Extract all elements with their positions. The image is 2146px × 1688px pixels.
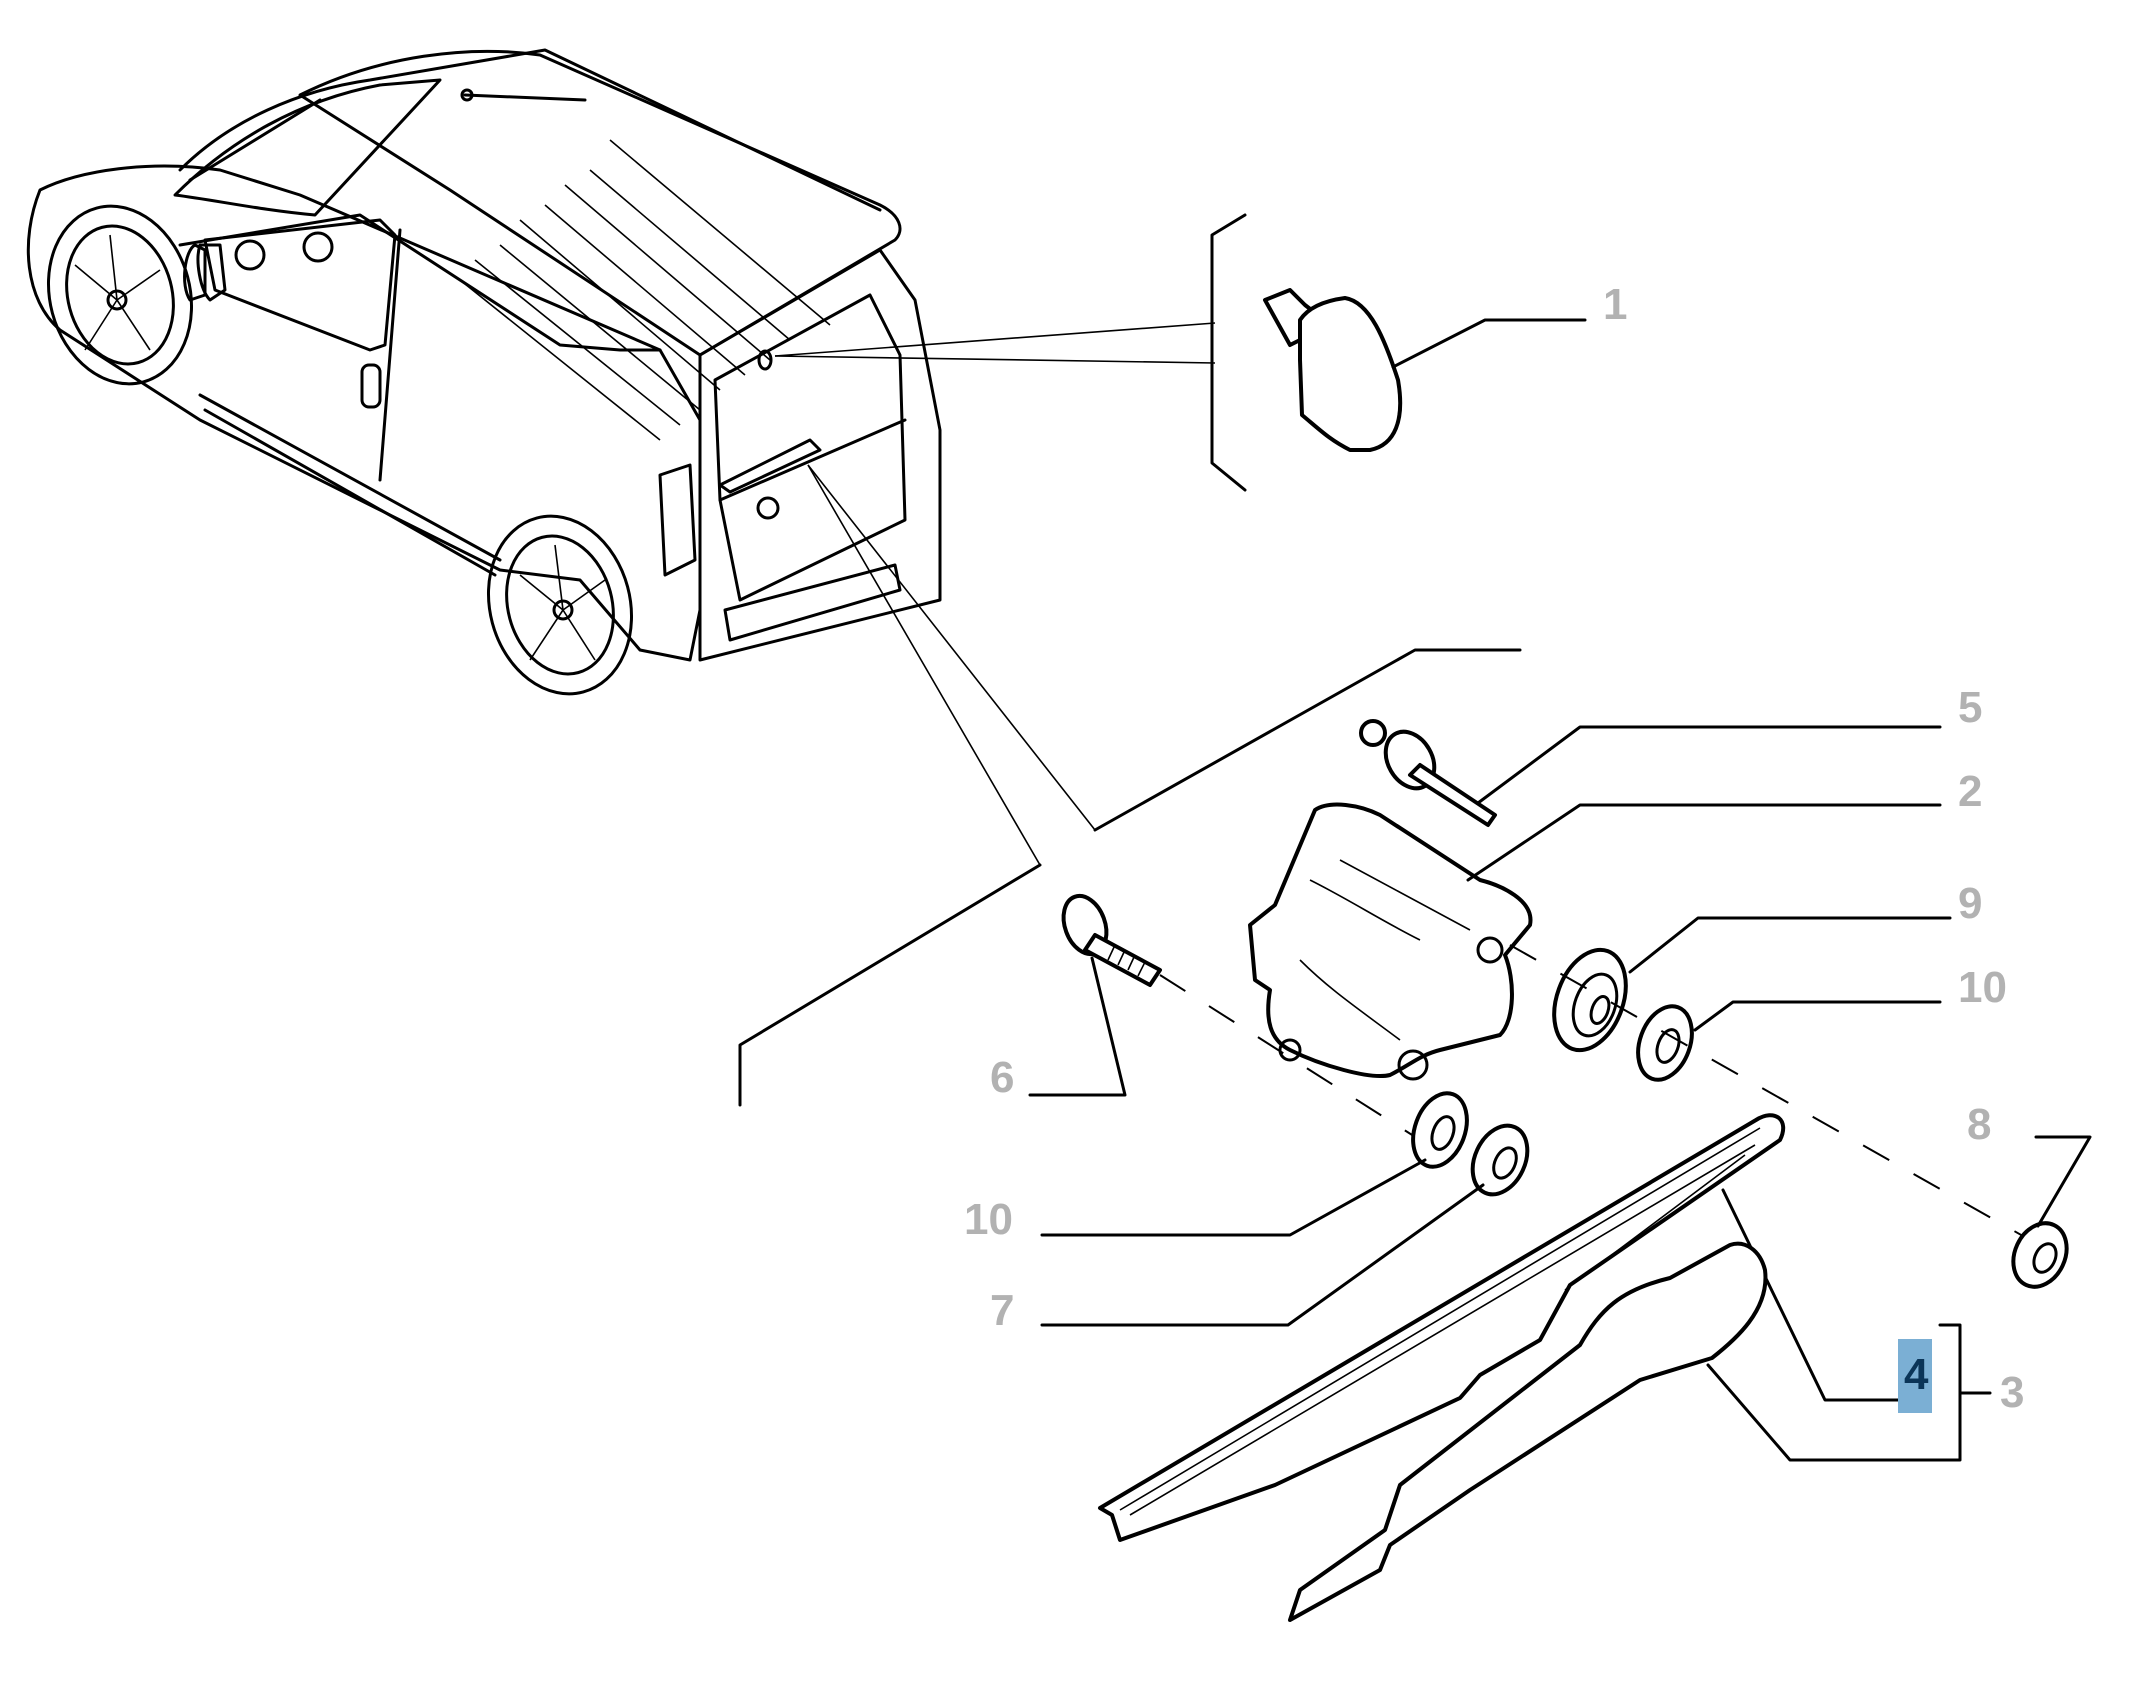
callout-8[interactable]: 8 (1967, 1100, 1992, 1149)
callout-6[interactable]: 6 (990, 1053, 1015, 1102)
nut-part-upper[interactable] (2003, 1135, 2092, 1295)
bolt-part[interactable] (1028, 890, 1162, 1097)
washer-part-upper[interactable] (1629, 999, 1942, 1088)
nut-part-lower[interactable] (1040, 1117, 1538, 1327)
callout-7[interactable]: 7 (990, 1286, 1015, 1335)
callout-3[interactable]: 3 (2000, 1368, 2025, 1417)
callout-10-upper[interactable]: 10 (1958, 963, 2007, 1012)
callout-5[interactable]: 5 (1958, 683, 1983, 732)
callout-2[interactable]: 2 (1958, 767, 1983, 816)
callout-4-selected[interactable]: 4 (1898, 1339, 1933, 1413)
grommet-part[interactable] (1541, 916, 1952, 1060)
spindle-pin-part[interactable] (1359, 719, 1942, 827)
wiper-motor-part[interactable] (1248, 802, 1942, 1081)
van-illustration (26, 48, 942, 696)
washer-part-lower[interactable] (1040, 1086, 1476, 1237)
reference-lines (738, 213, 1522, 1107)
washer-nozzle-part[interactable] (1263, 288, 1587, 452)
wiper-arm-part[interactable] (1288, 1241, 1992, 1622)
callout-10-lower[interactable]: 10 (964, 1195, 1013, 1244)
callout-1[interactable]: 1 (1603, 280, 1628, 329)
callout-9[interactable]: 9 (1958, 879, 1983, 928)
